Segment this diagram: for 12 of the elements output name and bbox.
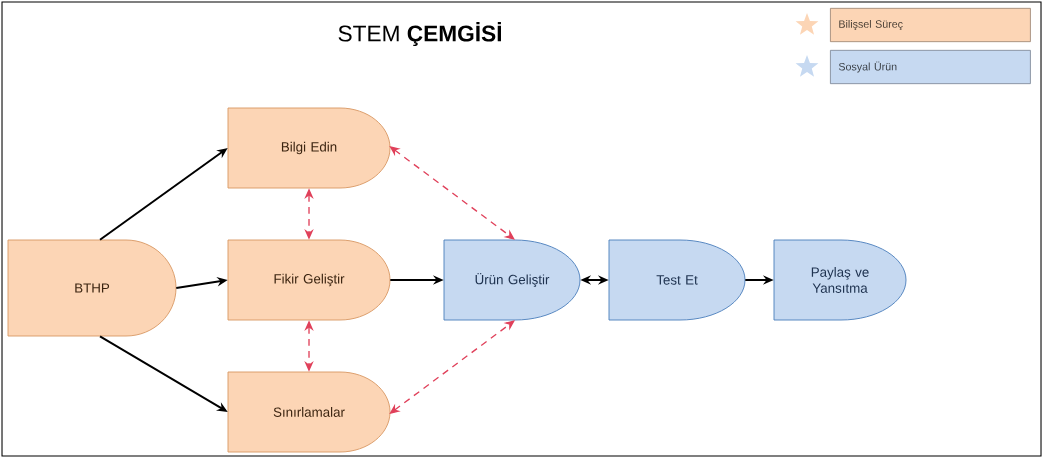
- arrow: [389, 146, 515, 240]
- legend-label: Bilişsel Süreç: [830, 7, 1031, 43]
- process-box: Sınırlamalar: [227, 371, 391, 453]
- process-box: Bilgi Edin: [227, 107, 391, 189]
- arrow: [389, 320, 515, 414]
- process-box: Fikir Geliştir: [227, 239, 391, 321]
- legend-label: Sosyal Ürün: [830, 49, 1031, 85]
- process-box: Paylaş ve Yansıtma: [773, 239, 907, 321]
- title: STEM ÇEMGİSİ: [338, 21, 501, 47]
- process-box: Test Et: [608, 239, 746, 321]
- process-box: BTHP: [7, 239, 177, 337]
- process-box: Ürün Geliştir: [443, 239, 581, 321]
